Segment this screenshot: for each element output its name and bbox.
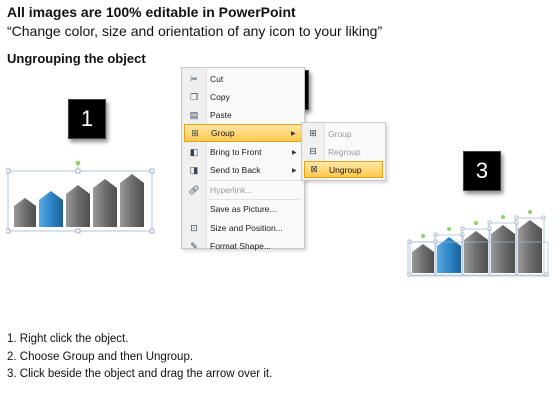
- step-badge-1: 1: [68, 99, 106, 139]
- arrow-shape: [464, 231, 488, 273]
- group-icon: ⊞: [309, 128, 317, 138]
- arrow-shape: [491, 225, 515, 273]
- menu-item-save-as-picture[interactable]: Save as Picture...: [210, 204, 277, 214]
- step-3-text: 3. Click beside the object and drag the …: [7, 368, 273, 380]
- menu-item-cut[interactable]: ✂Cut: [184, 70, 302, 88]
- context-menu: ✂Cut ❐Copy ▤Paste ⊞Group▶ ◧Bring to Fron…: [181, 67, 305, 251]
- step-1-text: 1. Right click the object.: [7, 333, 129, 345]
- arrow-shape: [39, 191, 63, 227]
- submenu-arrow-icon: ▶: [292, 167, 297, 174]
- menu-item-send-to-back[interactable]: ◨Send to Back▶: [184, 161, 302, 179]
- arrow-shape: [93, 179, 117, 227]
- bring-front-icon: ◧: [189, 146, 199, 157]
- page-title: All images are 100% editable in PowerPoi…: [7, 4, 296, 20]
- menu-item-hyperlink[interactable]: 🔗︎Hyperlink...: [184, 181, 302, 199]
- menu-item-copy[interactable]: ❐Copy: [184, 88, 302, 106]
- arrow-shape: [437, 237, 461, 273]
- step-2-text: 2. Choose Group and then Ungroup.: [7, 350, 194, 363]
- submenu-arrow-icon: ▶: [291, 130, 296, 137]
- copy-icon: ❐: [189, 91, 199, 102]
- grouped-arrows-figure[interactable]: [6, 160, 156, 234]
- arrow-shape: [14, 198, 36, 227]
- submenu-item-group[interactable]: ⊞Group: [304, 125, 383, 142]
- menu-item-paste[interactable]: ▤Paste: [184, 106, 302, 124]
- submenu-arrow-icon: ▶: [292, 149, 297, 156]
- ungroup-icon: ⊠: [310, 164, 318, 174]
- arrow-shape: [412, 244, 434, 273]
- arrow-shape: [66, 185, 90, 227]
- submenu-item-ungroup[interactable]: ⊠Ungroup: [304, 161, 383, 178]
- send-back-icon: ◨: [189, 164, 199, 175]
- arrow-shape: [120, 174, 144, 227]
- menu-item-group[interactable]: ⊞Group▶: [184, 124, 302, 142]
- group-submenu: ⊞Group ⊟Regroup ⊠Ungroup: [301, 122, 386, 181]
- instruction-steps: 1. Right click the object. 2. Choose Gro…: [7, 331, 272, 384]
- submenu-item-regroup[interactable]: ⊟Regroup: [304, 143, 383, 160]
- menu-item-size-and-position[interactable]: ⊡Size and Position...: [184, 219, 302, 237]
- ungrouped-arrows-figure[interactable]: [406, 206, 554, 278]
- step-badge-3: 3: [463, 151, 501, 191]
- arrow-shape: [518, 220, 542, 273]
- format-shape-icon: ✎: [190, 240, 198, 251]
- size-position-icon: ⊡: [190, 222, 198, 233]
- paste-icon: ▤: [189, 109, 199, 120]
- scissors-icon: ✂: [190, 73, 198, 84]
- menu-item-format-shape[interactable]: ✎Format Shape...: [184, 237, 302, 255]
- page-subtitle: “Change color, size and orientation of a…: [7, 23, 383, 39]
- menu-item-bring-to-front[interactable]: ◧Bring to Front▶: [184, 143, 302, 161]
- regroup-icon: ⊟: [309, 146, 317, 156]
- group-icon: ⊞: [191, 127, 199, 138]
- section-heading: Ungrouping the object: [7, 51, 146, 66]
- hyperlink-icon: 🔗︎: [188, 184, 200, 195]
- rotate-handle[interactable]: [75, 160, 81, 166]
